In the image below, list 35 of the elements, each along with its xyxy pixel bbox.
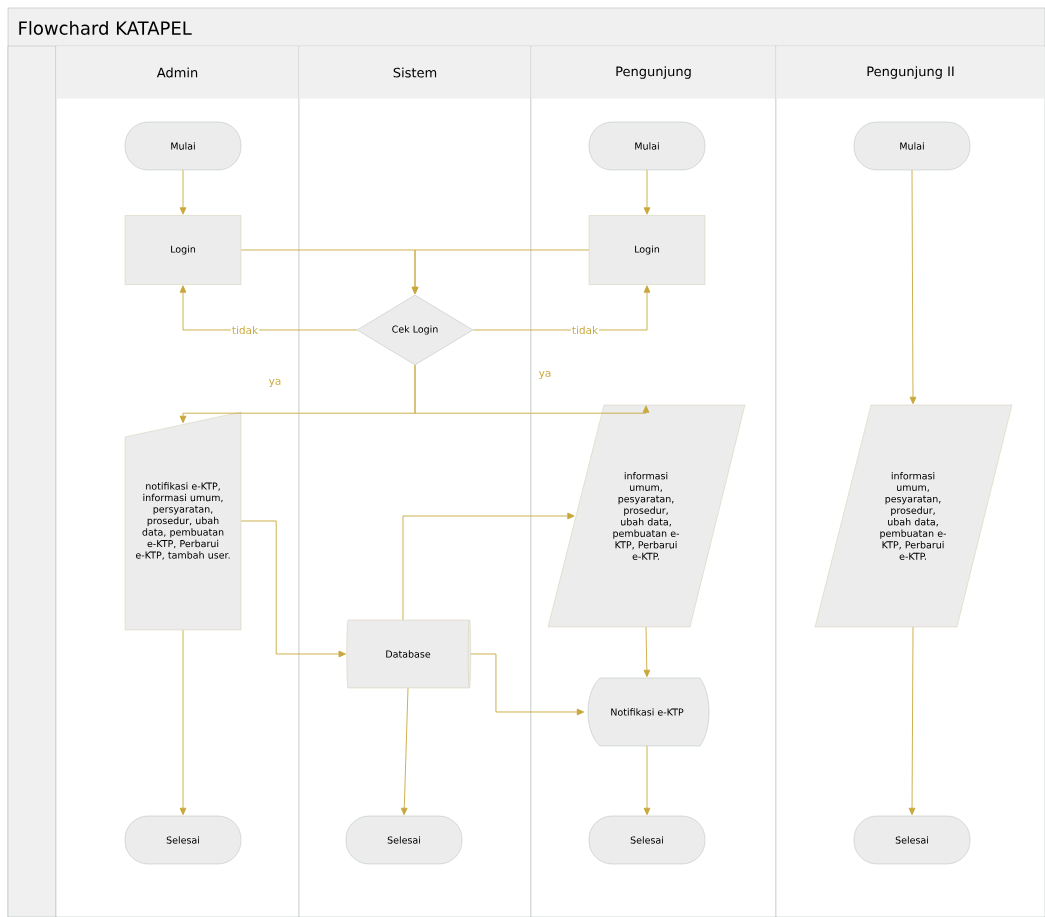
terminator: Selesai (588, 815, 706, 865)
terminator: Mulai (588, 121, 706, 171)
arrow (643, 745, 651, 816)
arrow (240, 520, 346, 658)
process-box: Login (588, 215, 706, 285)
edge-label: tidak (570, 324, 600, 336)
arrow (400, 687, 409, 816)
node-label: Pengunjung (616, 66, 691, 79)
arrow (472, 285, 651, 331)
arrow (643, 169, 651, 215)
database-cylinder: Database (346, 619, 471, 689)
terminator: Mulai (124, 121, 242, 171)
arrow (908, 626, 916, 816)
diagram-title: Flowchard KATAPEL (19, 21, 192, 35)
arrow (179, 285, 358, 331)
arrow (411, 249, 590, 295)
terminator: Selesai (124, 815, 242, 865)
manual-input: notifikasi e-KTP, informasi umum, persyaratan, prosedur, ubah data, pembuatan e-KTP, Perbarui e-KTP, tambah user. (124, 411, 242, 631)
edge-label: tidak (230, 324, 260, 336)
arrow (909, 169, 917, 405)
arrow (402, 512, 575, 621)
terminator: Selesai (853, 815, 971, 865)
arrow (643, 626, 651, 678)
terminator: Mulai (853, 121, 971, 171)
arrow (470, 653, 585, 716)
arrow (414, 364, 650, 414)
edge-label: ya (537, 369, 553, 381)
terminator: Selesai (345, 815, 463, 865)
data-parallelogram: informasi umum, pesyaratan, prosedur, ubah data, pembuatan e-KTP, Perbarui e-KTP. (814, 404, 1013, 628)
data-parallelogram: informasi umum, pesyaratan, prosedur, ubah data, pembuatan e-KTP, Perbarui e-KTP. (547, 404, 746, 628)
process-box: Login (124, 215, 242, 285)
node-label: Admin (156, 67, 198, 78)
arrow (179, 629, 187, 816)
arrow (179, 169, 187, 215)
edge-label: ya (267, 377, 283, 389)
